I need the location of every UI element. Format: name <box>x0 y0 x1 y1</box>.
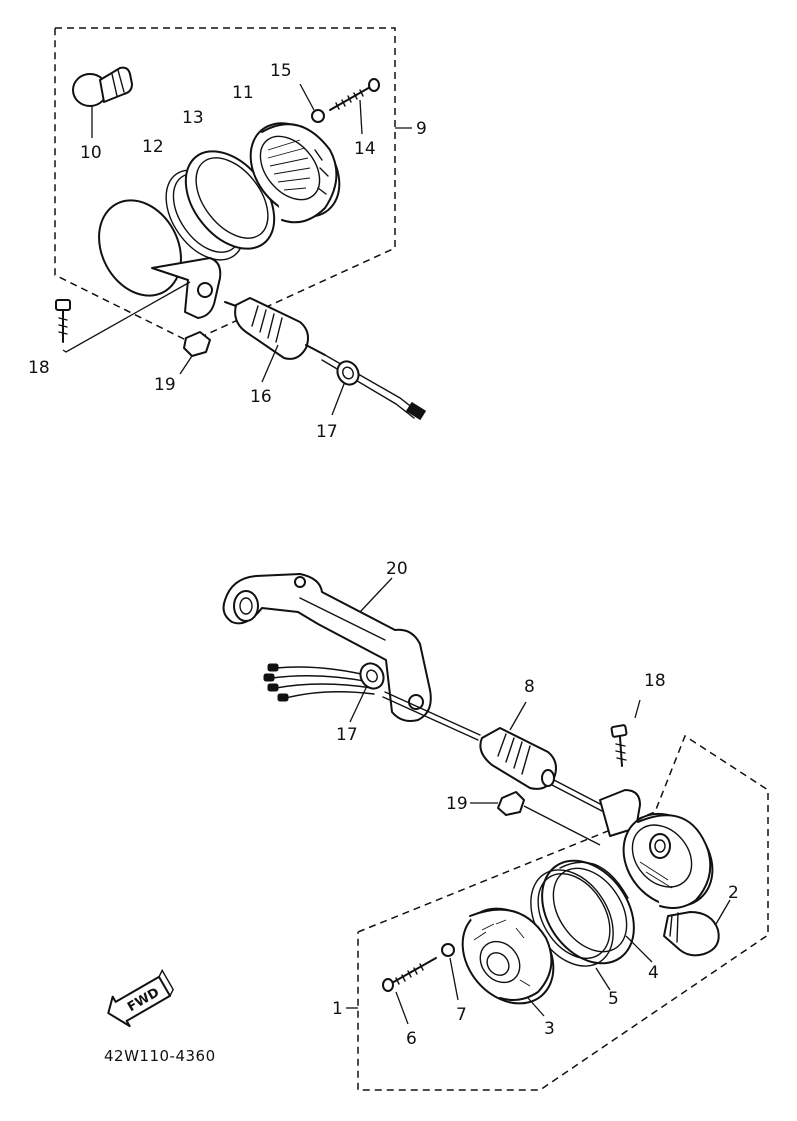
nut-part-19-top[interactable] <box>179 331 211 375</box>
callout-12[interactable]: 12 <box>142 137 164 157</box>
callout-15[interactable]: 15 <box>270 61 292 81</box>
bulb-part-2[interactable] <box>663 899 731 957</box>
callout-19-bottom[interactable]: 19 <box>446 794 468 814</box>
group-boundary-9 <box>54 27 396 343</box>
callout-16[interactable]: 16 <box>250 387 272 407</box>
nut-part-19-bottom[interactable] <box>470 791 601 846</box>
callout-1[interactable]: 1 <box>332 999 343 1019</box>
callout-13[interactable]: 13 <box>182 108 204 128</box>
callout-18-top[interactable]: 18 <box>28 358 50 378</box>
lens-part-3[interactable] <box>444 890 572 1021</box>
diagram-code: 42W110-4360 <box>104 1047 216 1065</box>
callout-2[interactable]: 2 <box>728 883 739 903</box>
callout-9[interactable]: 9 <box>416 119 427 139</box>
callout-8[interactable]: 8 <box>524 677 535 697</box>
grommet-part-17-bottom[interactable] <box>349 659 388 723</box>
bracket-part-20[interactable] <box>222 573 432 722</box>
bolt-part-18-bottom[interactable] <box>610 699 641 767</box>
callout-7[interactable]: 7 <box>456 1005 467 1025</box>
bulb-part-10[interactable] <box>72 66 133 138</box>
callout-20[interactable]: 20 <box>386 559 408 579</box>
callout-11[interactable]: 11 <box>232 83 254 103</box>
forward-direction-arrow: FWD <box>107 968 174 1028</box>
callout-18-bottom[interactable]: 18 <box>644 671 666 691</box>
callout-17-bottom[interactable]: 17 <box>336 725 358 745</box>
front-signal-assembly-bottom <box>222 573 769 1091</box>
socket-part-16[interactable] <box>234 297 326 383</box>
callout-4[interactable]: 4 <box>648 963 659 983</box>
grommet-part-17-top[interactable] <box>331 358 363 416</box>
callout-3[interactable]: 3 <box>544 1019 555 1039</box>
lens-part-12[interactable] <box>83 186 197 310</box>
callout-17-top[interactable]: 17 <box>316 422 338 442</box>
nut-part-15[interactable] <box>299 83 325 123</box>
nut-part-7[interactable] <box>441 943 459 1001</box>
lens-housing-part-11[interactable] <box>232 106 357 235</box>
front-signal-assembly-top <box>54 27 427 421</box>
callout-14[interactable]: 14 <box>354 139 376 159</box>
callout-5[interactable]: 5 <box>608 989 619 1009</box>
callout-labels: 10 12 13 11 15 14 9 18 19 16 17 20 8 18 … <box>28 61 739 1049</box>
rim-part-4[interactable] <box>523 843 653 981</box>
socket-part-8[interactable] <box>479 701 605 812</box>
rim-ring-part-13[interactable] <box>168 134 292 265</box>
screw-part-6[interactable] <box>382 957 437 1025</box>
group-boundary-1 <box>357 734 769 1091</box>
bolt-part-18-top[interactable] <box>55 281 191 353</box>
mounting-plate <box>151 257 222 319</box>
callout-10[interactable]: 10 <box>80 143 102 163</box>
callout-6[interactable]: 6 <box>406 1029 417 1049</box>
screw-part-14[interactable] <box>329 78 380 135</box>
signal-housing[interactable] <box>599 789 731 924</box>
callout-19-top[interactable]: 19 <box>154 375 176 395</box>
